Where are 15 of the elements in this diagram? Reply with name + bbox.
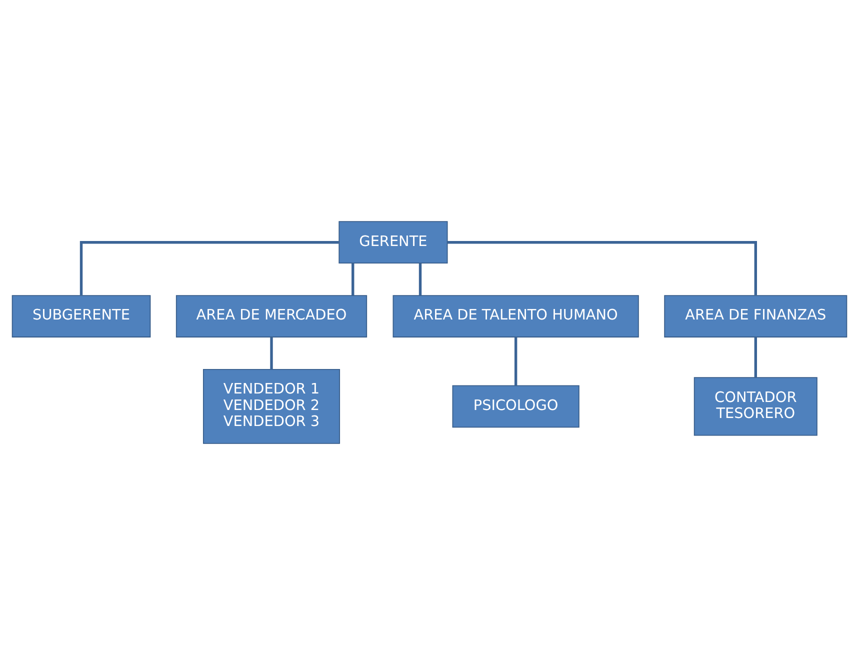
node-box: AREA DE MERCADEO (176, 294, 368, 337)
node-box: SUBGERENTE (12, 294, 151, 337)
connector (80, 240, 339, 295)
node-box: AREA DE TALENTO HUMANO (392, 294, 639, 337)
node-box: VENDEDOR 1 VENDEDOR 2 VENDEDOR 3 (202, 368, 340, 444)
connector (418, 262, 422, 295)
node-box: AREA DE FINANZAS (664, 294, 848, 337)
connector (447, 240, 757, 295)
connector (270, 336, 273, 369)
connector (754, 336, 757, 377)
connector (514, 336, 518, 386)
node-box: CONTADOR TESORERO (694, 376, 818, 436)
node-box: PSICOLOGO (452, 384, 580, 428)
node-box: GERENTE (338, 220, 448, 264)
connector (352, 262, 354, 295)
